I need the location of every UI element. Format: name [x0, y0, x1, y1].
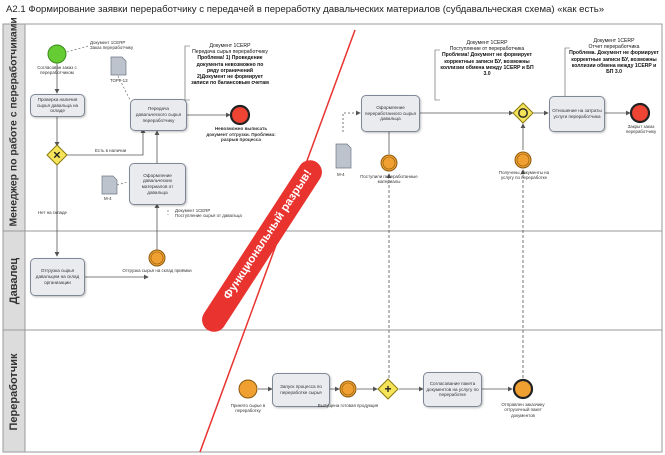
note-bracket: [434, 49, 440, 101]
end-event-label: Отправлен заказчику отгрузочный пакет до…: [501, 402, 545, 418]
task-check-stock[interactable]: Проверка наличия сырья давальца на склад…: [30, 94, 85, 117]
task-start-processing[interactable]: Запуск процесса по переработке сырья: [272, 373, 330, 407]
document-icon: [110, 56, 127, 76]
doc-label: Документ 1CERP Поступление сырья от дава…: [175, 208, 242, 219]
problem-note-transfer: Документ 1CERP Передача сырья переработч…: [190, 43, 270, 86]
gap-band: [202, 160, 322, 332]
note-doc: Документ 1CERP Передача сырья переработч…: [192, 43, 268, 56]
note-text: Проблема! Документ не формирует корректн…: [440, 52, 534, 78]
note-text: Проблема! 1) Проведение документа невозм…: [191, 55, 269, 87]
intermediate-event-label: Выпущена готовая продукция: [317, 403, 379, 408]
end-event: [229, 104, 251, 126]
problem-note-receipt: Документ 1CERP Поступление от переработч…: [438, 40, 536, 77]
association: [117, 75, 131, 101]
lane-label-manager: Менеджер по работе с переработчиками: [8, 17, 20, 227]
note-doc: Документ 1CERP Поступление от переработч…: [449, 40, 525, 53]
task-approve-docs[interactable]: Согласование пакета документов на услугу…: [423, 372, 482, 407]
parallel-gateway: +: [377, 378, 399, 400]
svg-text:✕: ✕: [53, 151, 61, 162]
association: [66, 45, 89, 53]
start-event: [47, 44, 67, 64]
end-event-label: Закрыт заказ переработчику: [625, 124, 657, 135]
start-event-label: Согласован заказ с переработчиком: [37, 65, 77, 76]
association: [116, 181, 129, 186]
doc-code: ТОРГ-13: [110, 78, 128, 83]
note-text: Проблема. Документ не формирует корректн…: [569, 50, 659, 76]
exclusive-gateway: ✕: [46, 144, 68, 166]
flow: [67, 128, 146, 156]
end-event-label: Невозможно выписать документ отгрузки. П…: [206, 126, 276, 142]
task-register-materials[interactable]: Оформление давальческих материалов от да…: [129, 163, 186, 205]
note-doc: Документ 1CERP Отчет переработчика: [588, 38, 640, 51]
lane-header-pererabotchik: [2, 329, 26, 453]
end-event: [512, 378, 534, 400]
note-bracket: [184, 45, 190, 101]
diagram-title: А2.1 Формирование заявки переработчику с…: [6, 4, 605, 15]
inclusive-gateway: [512, 102, 534, 124]
start-event-label: Принято сырье в переработку: [230, 403, 266, 414]
doc-label: Документ 1CERP Заказ переработчику: [90, 40, 134, 51]
doc-code: М-4: [337, 172, 345, 177]
intermediate-event-label: Отгрузка сырья на склад приёмки: [122, 268, 192, 273]
task-register-processed[interactable]: Оформление переработанного сырья давальц…: [361, 95, 420, 132]
gateway-yes-label: Есть в наличии: [95, 148, 127, 153]
gateway-no-label: Нет на складе: [38, 210, 67, 215]
pool-frame: [2, 23, 663, 453]
flow: [342, 110, 361, 132]
start-event: [238, 379, 258, 399]
task-transfer-raw[interactable]: Передача давальческого сырья переработчи…: [130, 99, 187, 131]
task-ship-raw[interactable]: Отгрузка сырья давальцем на склад органи…: [30, 258, 85, 296]
end-event: [629, 102, 651, 124]
task-cost-allocation[interactable]: Отношение на затраты услуги переработчик…: [549, 96, 605, 132]
intermediate-event-label: Поступили переработанные материалы: [360, 174, 418, 185]
document-icon: [101, 175, 118, 195]
doc-code: М-4: [104, 196, 112, 201]
intermediate-event: [380, 154, 398, 172]
intermediate-event: [148, 249, 166, 267]
intermediate-event: [514, 151, 532, 169]
document-icon: [335, 143, 352, 169]
lane-label-davalets: Давалец: [8, 257, 20, 305]
svg-text:+: +: [384, 382, 391, 396]
intermediate-event: [339, 380, 357, 398]
lane-label-pererabotchik: Переработчик: [8, 353, 20, 431]
problem-note-report: Документ 1CERP Отчет переработчика Пробл…: [568, 38, 660, 75]
intermediate-event-label: Получены документы на услугу по перерабо…: [498, 170, 550, 181]
